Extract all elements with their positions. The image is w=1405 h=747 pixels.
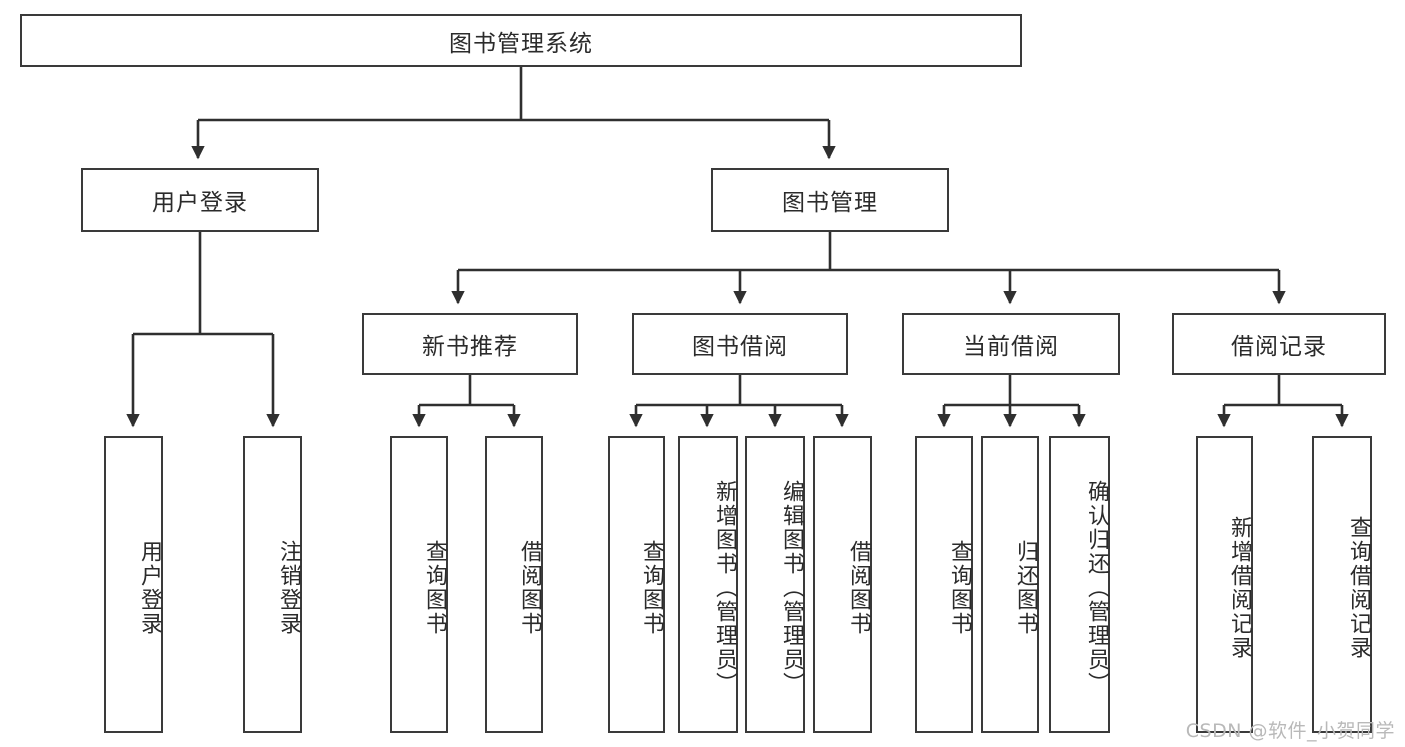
leaf-add-book-admin[interactable]: 新增图书（管理员） <box>678 436 738 733</box>
leaf-query-book-current[interactable]: 查询图书 <box>915 436 973 733</box>
node-borrow-record-label: 借阅记录 <box>1231 334 1327 360</box>
node-current-borrow[interactable]: 当前借阅 <box>902 313 1120 375</box>
leaf-return-book-label: 归还图书 <box>1013 539 1038 636</box>
leaf-edit-book-admin-label: 编辑图书（管理员） <box>779 479 804 696</box>
node-book-management[interactable]: 图书管理 <box>711 168 949 232</box>
leaf-add-book-admin-label: 新增图书（管理员） <box>712 479 737 696</box>
node-root[interactable]: 图书管理系统 <box>20 14 1022 67</box>
leaf-query-book-current-label: 查询图书 <box>947 539 972 636</box>
leaf-add-borrow-record[interactable]: 新增借阅记录 <box>1196 436 1253 733</box>
leaf-logout[interactable]: 注销登录 <box>243 436 302 733</box>
leaf-query-book-borrow-label: 查询图书 <box>639 539 664 636</box>
node-book-borrow-label: 图书借阅 <box>692 334 788 360</box>
leaf-borrow-book-recommend[interactable]: 借阅图书 <box>485 436 543 733</box>
node-borrow-record[interactable]: 借阅记录 <box>1172 313 1386 375</box>
node-new-book-recommend-label: 新书推荐 <box>422 334 518 360</box>
leaf-query-borrow-record[interactable]: 查询借阅记录 <box>1312 436 1372 733</box>
node-root-label: 图书管理系统 <box>449 30 593 57</box>
node-new-book-recommend[interactable]: 新书推荐 <box>362 313 578 375</box>
node-book-borrow[interactable]: 图书借阅 <box>632 313 848 375</box>
leaf-user-login-label: 用户登录 <box>137 539 162 636</box>
watermark: CSDN @软件_小贺同学 <box>1185 720 1395 742</box>
leaf-query-book-borrow[interactable]: 查询图书 <box>608 436 665 733</box>
leaf-query-borrow-record-label: 查询借阅记录 <box>1346 515 1371 660</box>
leaf-query-book-recommend[interactable]: 查询图书 <box>390 436 448 733</box>
leaf-user-login[interactable]: 用户登录 <box>104 436 163 733</box>
node-book-management-label: 图书管理 <box>782 190 878 216</box>
node-user-login[interactable]: 用户登录 <box>81 168 319 232</box>
leaf-edit-book-admin[interactable]: 编辑图书（管理员） <box>745 436 805 733</box>
leaf-query-book-recommend-label: 查询图书 <box>422 539 447 636</box>
leaf-borrow-book-recommend-label: 借阅图书 <box>517 539 542 636</box>
leaf-add-borrow-record-label: 新增借阅记录 <box>1227 515 1252 660</box>
leaf-confirm-return-admin-label: 确认归还（管理员） <box>1084 479 1109 696</box>
leaf-borrow-book-label: 借阅图书 <box>846 539 871 636</box>
leaf-return-book[interactable]: 归还图书 <box>981 436 1039 733</box>
leaf-confirm-return-admin[interactable]: 确认归还（管理员） <box>1049 436 1110 733</box>
leaf-borrow-book[interactable]: 借阅图书 <box>813 436 872 733</box>
leaf-logout-label: 注销登录 <box>276 539 301 636</box>
node-user-login-label: 用户登录 <box>152 190 248 216</box>
node-current-borrow-label: 当前借阅 <box>963 334 1059 360</box>
